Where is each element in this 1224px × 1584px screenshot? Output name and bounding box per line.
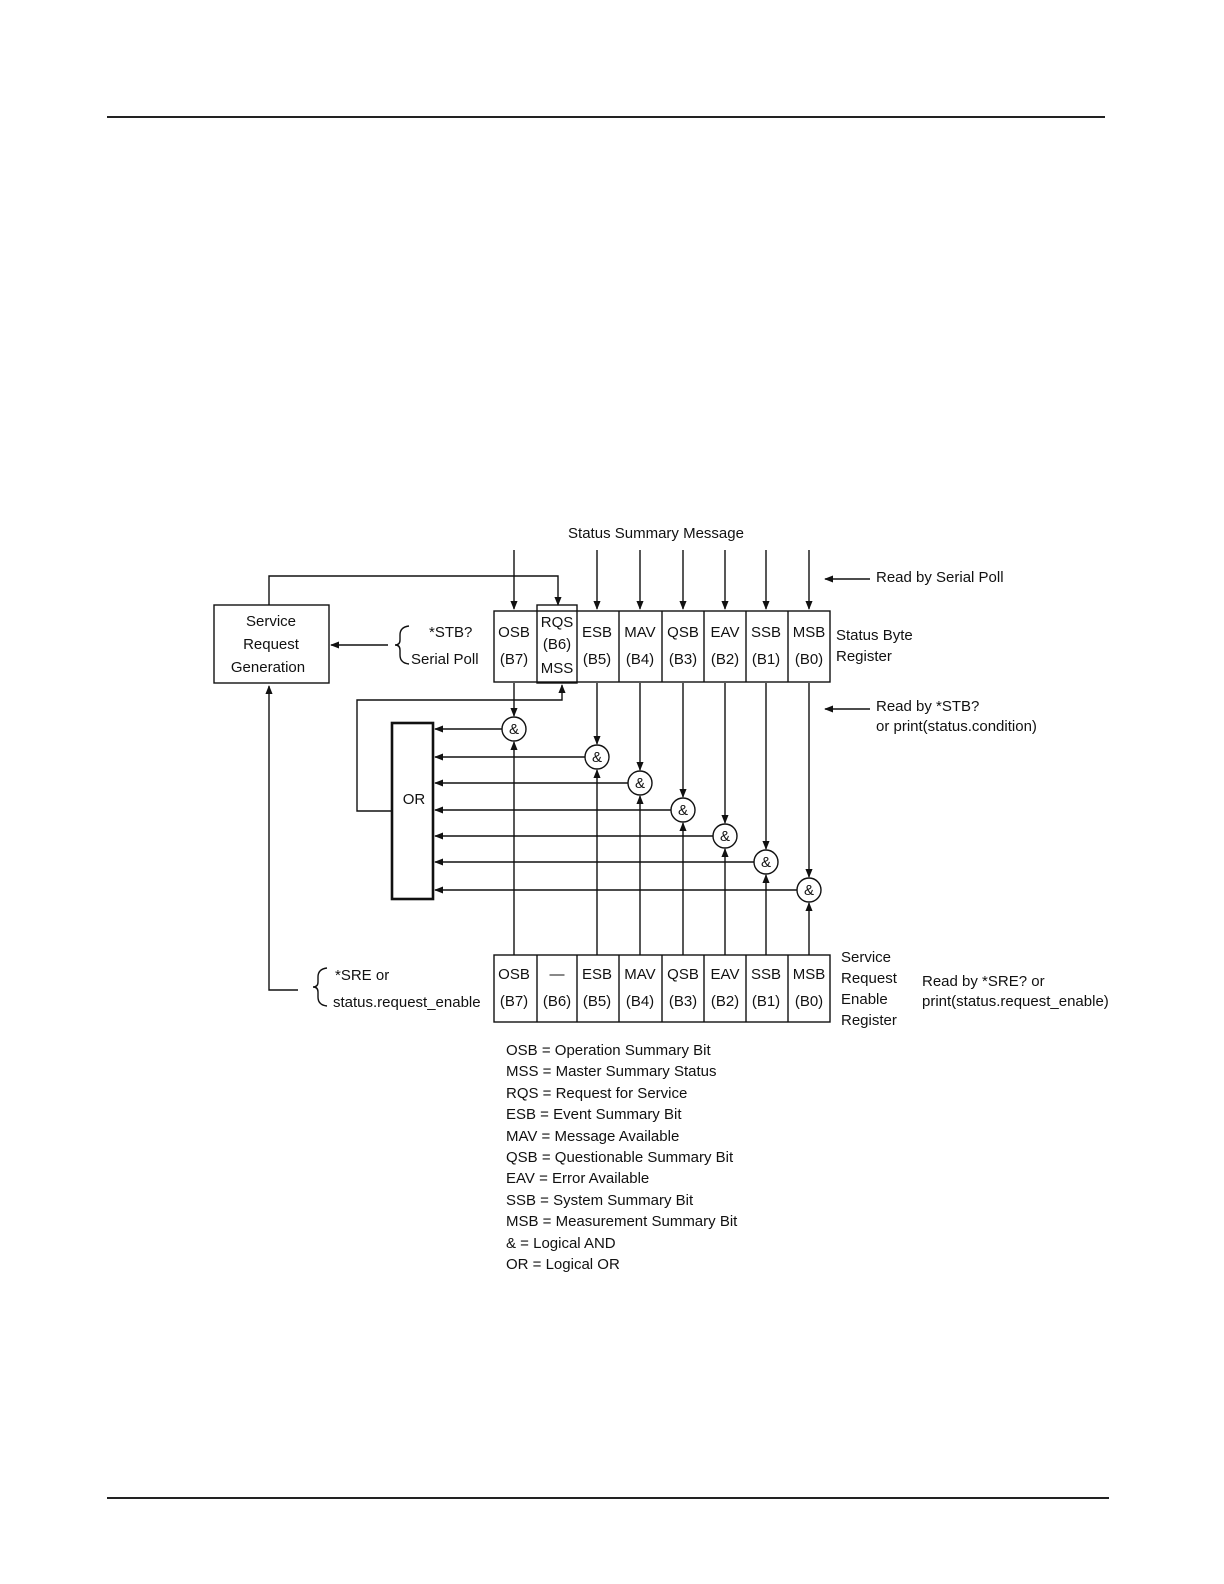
sre-cell-bit: (B6) bbox=[543, 993, 571, 1010]
and-gate-symbol: & bbox=[592, 749, 602, 766]
read-by-stb-label-line2: or print(status.condition) bbox=[876, 718, 1037, 735]
serial-poll-label: Serial Poll bbox=[411, 651, 479, 668]
and-gate bbox=[796, 877, 822, 903]
stb-cell-bit: (B6) bbox=[543, 636, 571, 653]
and-gate-symbol: & bbox=[509, 721, 519, 738]
sre-command-line2: status.request_enable bbox=[333, 994, 481, 1011]
sre-register-label-line3: Enable bbox=[841, 991, 888, 1008]
sre-cell-name: MSB bbox=[793, 966, 826, 983]
and-gates: & & & & & & & bbox=[434, 550, 822, 955]
srg-label-line2: Request bbox=[243, 636, 300, 653]
srg-label-line3: Generation bbox=[231, 659, 305, 676]
and-gate bbox=[501, 716, 527, 742]
legend-item: OSB = Operation Summary Bit bbox=[506, 1042, 711, 1059]
read-by-stb-label-line1: Read by *STB? bbox=[876, 698, 979, 715]
service-request-generation-box bbox=[213, 604, 330, 684]
read-by-sre-label-line2: print(status.request_enable) bbox=[922, 993, 1109, 1010]
sre-cell-bit: (B0) bbox=[795, 993, 823, 1010]
service-request-enable-register: OSB (B7) — (B6) ESB (B5) MAV (B4) QSB (B3) EAV (B2)… bbox=[493, 954, 831, 1023]
sre-cell-name: MAV bbox=[624, 966, 655, 983]
status-byte-register: OSB (B7) RQS (B6) MSS ESB (B5) MAV (B4) QSB (B3) EA… bbox=[493, 610, 831, 683]
stb-cell-name: EAV bbox=[711, 624, 740, 641]
stb-cell-name: ESB bbox=[582, 624, 612, 641]
stb-cell-bit: (B0) bbox=[795, 651, 823, 668]
legend-item: MAV = Message Available bbox=[506, 1127, 680, 1145]
or-gate bbox=[390, 721, 435, 901]
sre-cell-bit: (B1) bbox=[752, 993, 780, 1010]
and-gate-symbol: & bbox=[678, 802, 688, 819]
stb-cell-bit: (B5) bbox=[583, 651, 611, 668]
and-gate-symbol: & bbox=[761, 854, 771, 871]
legend-item: MSB = Measurement Summary Bit bbox=[506, 1213, 738, 1231]
sre-cell-name: SSB bbox=[751, 966, 781, 983]
sre-cell-name: OSB bbox=[498, 966, 530, 983]
stb-cell-bit: (B3) bbox=[669, 651, 697, 668]
stb-cell-bit: (B1) bbox=[752, 651, 780, 668]
status-byte-register-label-line2: Register bbox=[836, 648, 892, 665]
read-by-sre-label-line1: Read by *SRE? or bbox=[922, 973, 1045, 990]
sre-cell-name: EAV bbox=[711, 966, 740, 983]
legend-item: MSS = Master Summary Status bbox=[506, 1063, 717, 1081]
stb-cell-name: QSB bbox=[667, 624, 699, 641]
abbreviation-legend: OSB = Operation Summary Bit MSS = Master… bbox=[506, 1040, 737, 1275]
stb-cell-extra: MSS bbox=[541, 660, 574, 677]
stb-cell-name: MSB bbox=[793, 624, 826, 641]
sre-cell-name: — bbox=[550, 966, 565, 983]
stb-query-brace bbox=[394, 625, 410, 665]
stb-cell-bit: (B2) bbox=[711, 651, 739, 668]
sre-register-label-line4: Register bbox=[841, 1012, 897, 1029]
and-gate bbox=[627, 770, 653, 796]
and-gate-symbol: & bbox=[635, 775, 645, 792]
sre-cell-bit: (B5) bbox=[583, 993, 611, 1010]
and-gate bbox=[670, 797, 696, 823]
sre-command-brace bbox=[312, 967, 328, 1007]
sre-cell-bit: (B2) bbox=[711, 993, 739, 1010]
sre-cell-bit: (B7) bbox=[500, 993, 528, 1010]
rqs-mss-cell-outline bbox=[536, 604, 578, 684]
sre-register-label-line2: Request bbox=[841, 970, 898, 987]
legend-item: RQS = Request for Service bbox=[506, 1084, 688, 1102]
srg-label-line1: Service bbox=[246, 613, 296, 630]
read-by-serial-poll-label: Read by Serial Poll bbox=[876, 569, 1004, 586]
and-gate bbox=[753, 849, 779, 875]
stb-cell-bit: (B7) bbox=[500, 651, 528, 668]
srg-to-rqs-line bbox=[268, 575, 562, 606]
stb-cell-name: OSB bbox=[498, 624, 530, 641]
legend-item: OR = Logical OR bbox=[506, 1256, 620, 1274]
sre-command-line1: *SRE or bbox=[335, 967, 389, 984]
and-gate-symbol: & bbox=[804, 882, 814, 899]
sre-cell-bit: (B4) bbox=[626, 993, 654, 1010]
stb-cell-name: SSB bbox=[751, 624, 781, 641]
legend-item: EAV = Error Available bbox=[506, 1170, 650, 1188]
and-gate bbox=[584, 744, 610, 770]
sre-cell-name: ESB bbox=[582, 966, 612, 983]
stb-query-label: *STB? bbox=[429, 624, 472, 641]
status-byte-register-label-line1: Status Byte bbox=[836, 627, 913, 644]
and-gate-symbol: & bbox=[720, 828, 730, 845]
legend-item: ESB = Event Summary Bit bbox=[506, 1106, 682, 1124]
and-gate bbox=[712, 823, 738, 849]
header-rule bbox=[107, 116, 1105, 118]
or-gate-label: OR bbox=[403, 791, 426, 808]
legend-item: & = Logical AND bbox=[506, 1234, 616, 1252]
sre-register-label-line1: Service bbox=[841, 949, 891, 966]
sre-cell-bit: (B3) bbox=[669, 993, 697, 1010]
or-to-rqs-line bbox=[356, 684, 566, 812]
stb-cell-name: MAV bbox=[624, 624, 655, 641]
stb-cell-bit: (B4) bbox=[626, 651, 654, 668]
sre-to-srg-line bbox=[265, 685, 298, 991]
legend-item: SSB = System Summary Bit bbox=[506, 1191, 694, 1209]
footer-rule bbox=[107, 1497, 1109, 1499]
diagram-title: Status Summary Message bbox=[568, 525, 744, 542]
legend-item: QSB = Questionable Summary Bit bbox=[506, 1149, 734, 1167]
sre-cell-name: QSB bbox=[667, 966, 699, 983]
stb-cell-name: RQS bbox=[541, 614, 574, 631]
